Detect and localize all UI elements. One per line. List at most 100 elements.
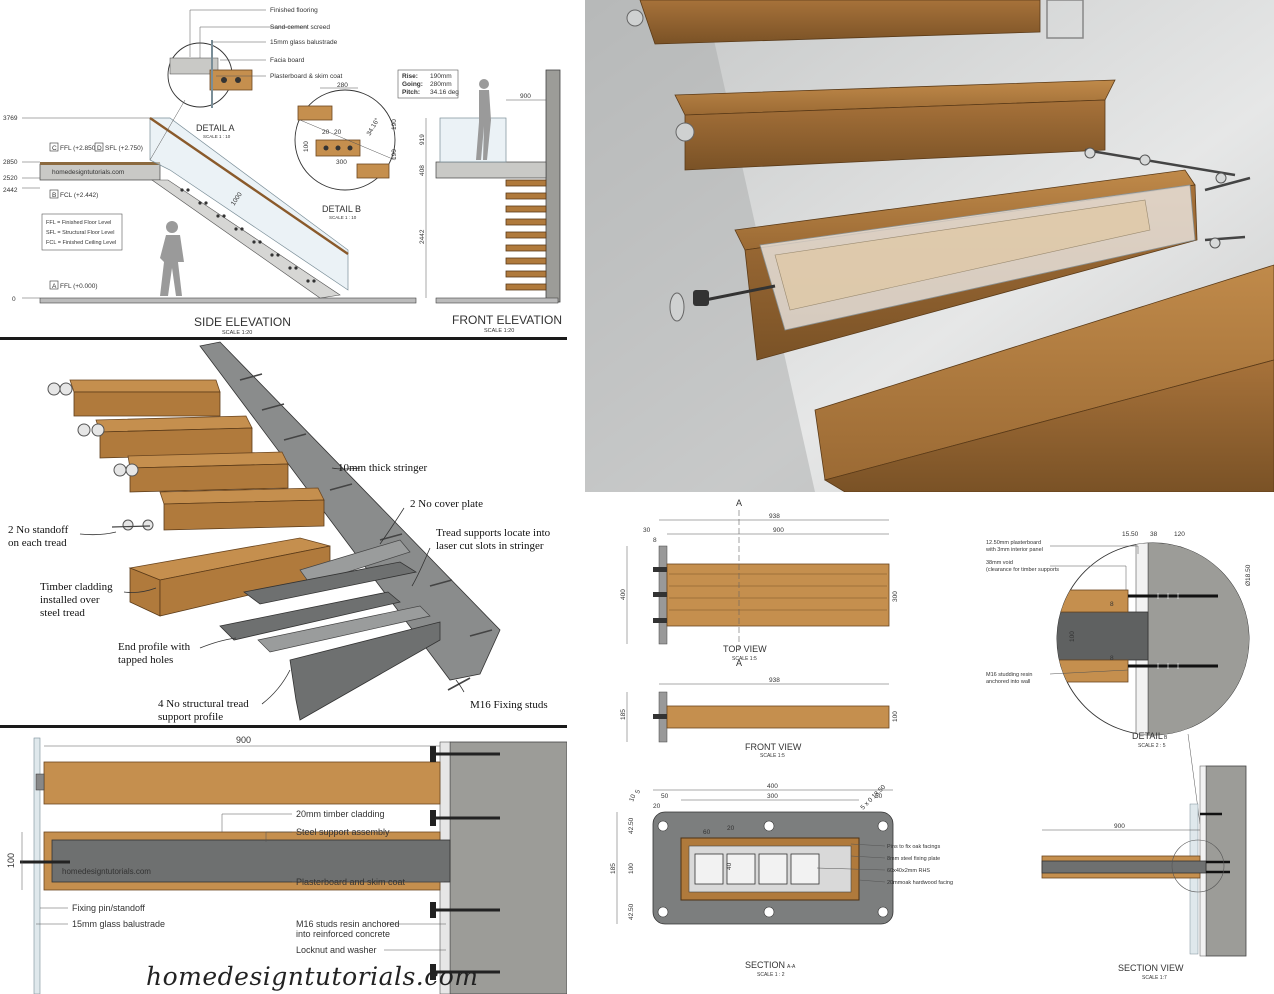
cover-plate-1 xyxy=(299,539,411,585)
section-view-dim-text: 900 xyxy=(1114,823,1125,830)
legend-sfl: SFL = Structural Floor Level xyxy=(46,230,114,236)
exploded-leaders xyxy=(79,467,465,705)
standoff-rod xyxy=(111,525,151,528)
front-h2: 408 xyxy=(419,165,426,176)
section-dim-4250a: 42.50 xyxy=(628,817,635,834)
site-watermark[interactable]: homedesigntutorials.com xyxy=(146,962,479,991)
detail-b-bolt-2 xyxy=(335,145,341,151)
tag-d-box xyxy=(94,142,104,152)
detail-dim-8b: 8 xyxy=(1110,655,1114,662)
render-stud xyxy=(704,284,776,302)
label-stringer: 10mm thick stringer xyxy=(338,462,428,474)
wall-detail-drawing: 12.50mm plasterboard with 3mm interior p… xyxy=(985,531,1252,981)
end-profile xyxy=(257,605,431,653)
level-0: 0 xyxy=(12,296,16,303)
steel-support xyxy=(51,839,451,883)
label-standoff-1: 2 No standoff xyxy=(8,524,69,536)
render-standoff-3 xyxy=(669,292,685,322)
detail-leaders xyxy=(1049,545,1139,675)
render-stud-caps xyxy=(1084,147,1227,249)
detail-b-scale: SCALE 1 : 10 xyxy=(329,215,357,220)
detail-a-scale: SCALE 1 : 10 xyxy=(203,134,231,139)
divider-h2 xyxy=(0,725,567,728)
level-2442: 2442 xyxy=(3,187,18,194)
render-wall-box xyxy=(1046,0,1084,39)
section-rhs xyxy=(694,853,820,885)
tag-b-text: FCL (+2.442) xyxy=(60,192,98,199)
tread-5 xyxy=(128,537,331,617)
section-dim-20: 20 xyxy=(653,803,661,810)
section-dim-overall-text: 400 xyxy=(767,783,778,790)
shop-drawing: A A 938 900 30 8 400 300 TOP VIEW SCALE … xyxy=(610,498,953,978)
detail-b-pitch-line xyxy=(299,119,396,161)
detail-dim-1850: Ø18.50 xyxy=(1245,564,1252,586)
tread-studs-side xyxy=(180,188,316,283)
exploded-panel: 10mm thick stringer 2 No cover plate Tre… xyxy=(0,340,567,724)
spec-rise: 190mm xyxy=(430,73,452,80)
detail-b2-title: DETAIL xyxy=(1132,731,1163,741)
section-dim-10: 10 xyxy=(628,793,637,803)
level-3769: 3769 xyxy=(3,115,18,122)
detail-a-slab xyxy=(169,57,219,75)
top-view-scale: SCALE 1:5 xyxy=(732,656,757,662)
side-elevation-title: SIDE ELEVATION xyxy=(194,315,291,329)
detail-a-title: DETAIL A xyxy=(196,123,235,133)
section-view-glass xyxy=(1189,803,1199,955)
shop-drawing-panel: A A 938 900 30 8 400 300 TOP VIEW SCALE … xyxy=(597,494,977,994)
tag-a-text: FFL (+0.000) xyxy=(60,283,98,290)
front-width: 900 xyxy=(520,93,531,100)
exploded-drawing: 10mm thick stringer 2 No cover plate Tre… xyxy=(8,341,551,723)
support-profile-1 xyxy=(243,561,418,605)
spec-pitch: 34.16 deg xyxy=(430,89,459,96)
tag-b-box xyxy=(49,189,59,199)
top-view-tread xyxy=(666,563,890,627)
front-dim-right-text: 100 xyxy=(892,711,899,722)
front-dim-left-text: 185 xyxy=(620,709,627,720)
front-ground xyxy=(435,297,559,304)
top-dim-overall-text: 938 xyxy=(769,513,780,520)
plan-watermark: homedesigntutorials.com xyxy=(62,867,151,876)
label-studs-1: M16 studs resin anchored xyxy=(296,919,400,929)
top-dim-30: 30 xyxy=(643,527,651,534)
support-profile-2 xyxy=(219,591,401,641)
front-upper-slab xyxy=(435,161,547,179)
tag-a-box xyxy=(49,280,59,290)
render-nut xyxy=(693,290,709,306)
detail-b-tread-1 xyxy=(297,105,333,121)
upper-tread xyxy=(43,761,441,805)
render-tread-4-side xyxy=(823,359,1274,492)
render-insert-core xyxy=(774,199,1151,311)
section-leaders xyxy=(816,843,886,883)
label-cladding-3: steel tread xyxy=(40,607,85,619)
stringer-side xyxy=(151,179,341,299)
detail-b-height: 100 xyxy=(303,141,310,152)
tag-a: A xyxy=(52,283,57,290)
spec-going: 280mm xyxy=(430,81,452,88)
tag-b: B xyxy=(52,192,56,199)
detail-b-v2: 20 xyxy=(334,129,342,136)
section-view-steel xyxy=(1041,860,1207,874)
top-dim-right-text: 300 xyxy=(892,591,899,602)
spec-pitch-label: Pitch: xyxy=(402,89,420,96)
layer-plasterboard: Plasterboard & skim coat xyxy=(270,73,342,80)
tread-2 xyxy=(77,415,253,459)
section-plan-panel: homedesigntutorials.com 900 100 20mm tim… xyxy=(0,728,567,994)
section-aa-title: SECTION xyxy=(745,960,785,970)
spec-going-label: Going: xyxy=(402,81,423,88)
label-cladding-2: installed over xyxy=(40,594,100,606)
steel-tread-base xyxy=(289,621,441,721)
layer-leaders xyxy=(189,9,308,77)
top-view-pins xyxy=(653,567,667,623)
render-standoff-1 xyxy=(626,9,644,27)
layer-screed: Sand-cement screed xyxy=(270,24,330,31)
detail-label-void-2: (clearance for timber supports xyxy=(986,567,1059,573)
render-tread-1 xyxy=(639,0,1041,45)
section-dim-4250b: 42.50 xyxy=(628,903,635,920)
level-2520: 2520 xyxy=(3,175,18,182)
detail-label-plaster-2: with 3mm interior panel xyxy=(985,547,1043,553)
detail-b-title: DETAIL B xyxy=(322,204,361,214)
label-studs-2: into reinforced concrete xyxy=(296,929,390,939)
legend-fcl: FCL = Finished Ceiling Level xyxy=(46,240,116,246)
section-dim-inner-text: 300 xyxy=(767,793,778,800)
detail-a-bolt-2 xyxy=(235,77,241,83)
